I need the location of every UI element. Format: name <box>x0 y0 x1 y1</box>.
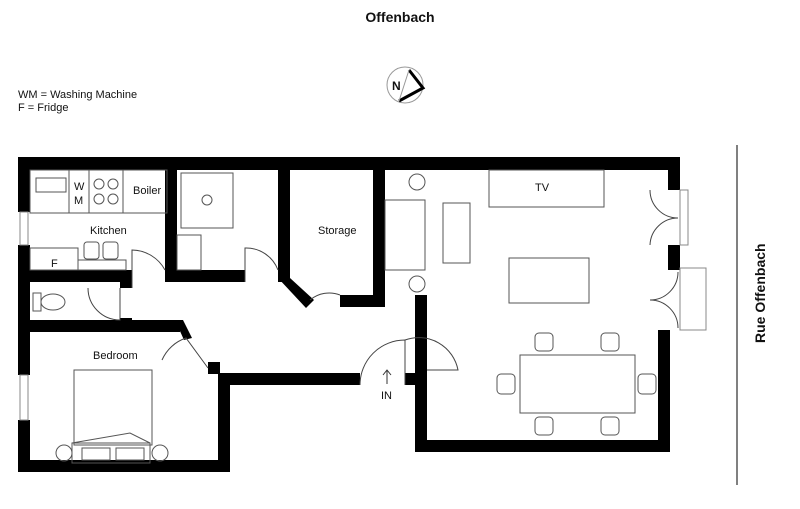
storage-label: Storage <box>318 225 357 237</box>
boiler-label: Boiler <box>133 185 161 197</box>
street-name: Rue Offenbach <box>752 243 768 343</box>
wm-label-m: M <box>74 195 83 207</box>
legend-wm: WM = Washing Machine <box>18 89 137 101</box>
kitchen-fixtures <box>29 169 234 312</box>
living-furniture <box>55 169 657 464</box>
dining-table <box>519 354 636 414</box>
doors <box>87 189 707 386</box>
shower-icon <box>180 172 234 229</box>
legend-fridge: F = Fridge <box>18 102 68 114</box>
basin-icon <box>176 234 202 271</box>
sofa-icon <box>508 257 590 304</box>
kitchen-label: Kitchen <box>90 225 127 237</box>
fridge-label: F <box>51 258 58 270</box>
walls <box>18 157 680 472</box>
entrance-arrow-icon <box>382 369 392 384</box>
sofa-icon <box>384 199 426 271</box>
windows <box>19 211 29 421</box>
bedroom-label: Bedroom <box>93 350 138 362</box>
plan-title: Offenbach <box>365 9 434 25</box>
wm-label-w: W <box>74 181 85 193</box>
compass-icon: N <box>386 66 426 104</box>
sink-icon <box>35 177 67 193</box>
tv-label: TV <box>535 182 550 194</box>
street-label: Rue Offenbach <box>736 145 768 485</box>
entrance-label: IN <box>381 390 392 402</box>
toilet-icon <box>40 293 66 311</box>
compass-letter: N <box>392 79 401 93</box>
